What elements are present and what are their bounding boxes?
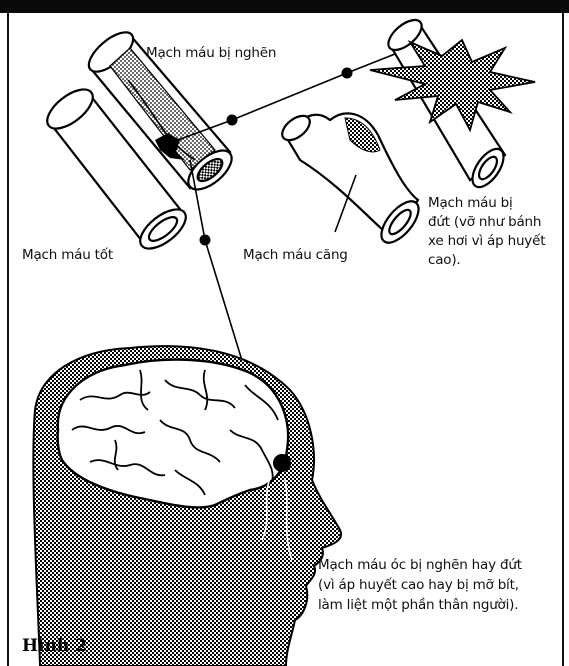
connector-dot (342, 68, 353, 79)
label-good-vessel: Mạch máu tốt (22, 246, 113, 264)
label-brain-line3: làm liệt một phần thân người). (318, 596, 518, 614)
label-brain-line1: Mạch máu óc bị nghẽn hay đứt (318, 556, 522, 574)
figure-caption: Hình 2 (22, 636, 87, 656)
label-burst-vessel-line4: cao). (428, 251, 461, 269)
clot-in-brain (273, 454, 291, 472)
stretched-vessel (278, 111, 425, 249)
connector-dot (227, 115, 238, 126)
label-burst-vessel-line3: xe hơi vì áp huyết (428, 232, 545, 250)
label-brain-line2: (vì áp huyết cao hay bị mỡ bít, (318, 576, 519, 594)
label-burst-vessel-line1: Mạch máu bị (428, 194, 513, 212)
label-stretched-vessel: Mạch máu căng (243, 246, 348, 264)
top-border (0, 0, 569, 13)
label-blocked-vessel: Mạch máu bị nghẽn (146, 44, 276, 62)
label-burst-vessel-line2: đứt (vỡ như bánh (428, 213, 541, 231)
connector-dot (200, 235, 211, 246)
